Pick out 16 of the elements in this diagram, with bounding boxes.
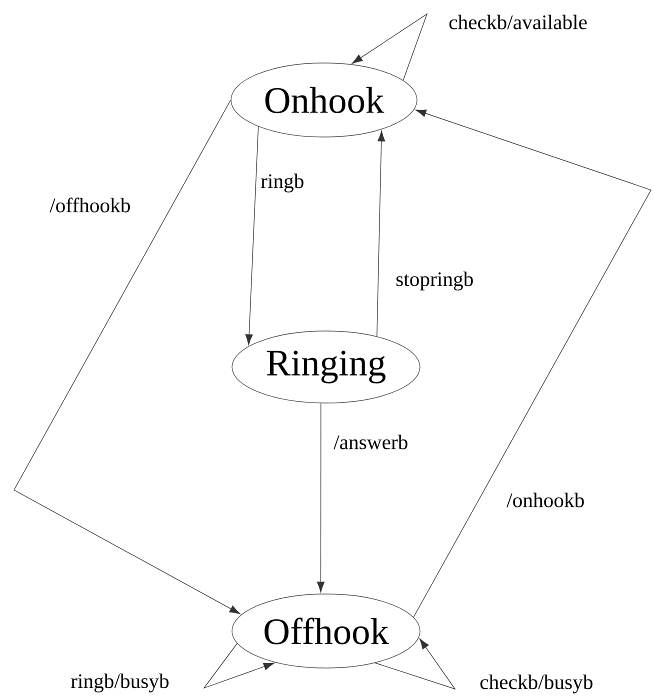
arrow xyxy=(352,13,428,81)
arrow xyxy=(413,110,652,618)
arrow xyxy=(316,402,325,593)
arrow xyxy=(203,643,274,689)
edge-label: ringb/busyb xyxy=(71,674,169,692)
arrow xyxy=(245,126,259,346)
edge-label: /offhookb xyxy=(50,198,130,212)
arrow xyxy=(374,638,456,690)
arrow xyxy=(14,100,240,614)
arrow xyxy=(376,130,386,337)
edge-label: checkb/available xyxy=(449,14,587,30)
edge-label: stopringb xyxy=(396,272,473,290)
edge-label: /onhookb xyxy=(506,492,584,508)
edge-label: ringb xyxy=(261,174,304,192)
edge-label: checkb/busyb xyxy=(480,674,592,694)
edge-label: /answerb xyxy=(334,434,408,450)
